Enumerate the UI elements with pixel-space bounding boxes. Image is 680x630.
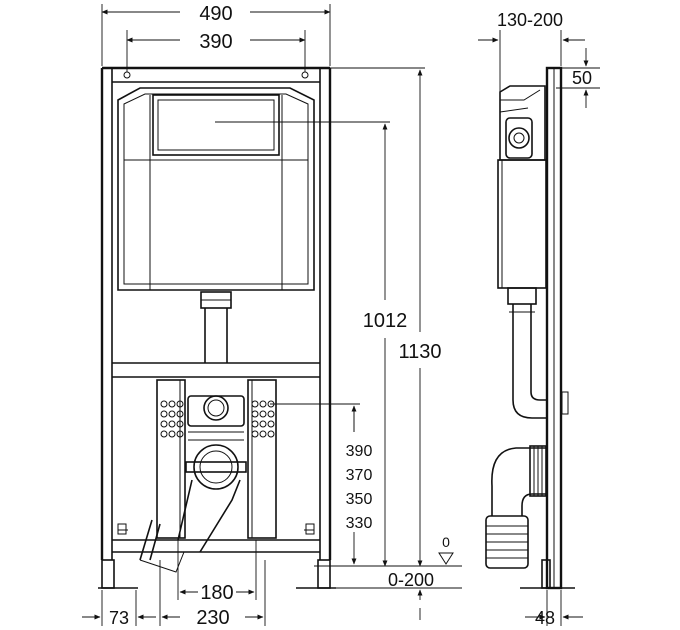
pipe-height-350: 350 (346, 491, 373, 508)
floor-zero-label: 0 (442, 534, 450, 550)
front-view: 490 390 1012 1130 390 (82, 3, 462, 629)
dim-depth-range: 130-200 (478, 10, 585, 92)
dim-width-outer: 490 (101, 3, 331, 66)
bolt-holes-right (251, 400, 275, 438)
dim-390-label: 390 (199, 31, 232, 53)
pipe-height-370: 370 (346, 467, 373, 484)
dim-1012-label: 1012 (363, 310, 408, 332)
floor-adjust-label: 0-200 (388, 570, 434, 590)
dim-130-200-label: 130-200 (497, 10, 563, 30)
bolt-holes-left (160, 400, 184, 438)
cistern (117, 87, 390, 291)
dim-180-label: 180 (200, 582, 233, 604)
dim-490-label: 490 (199, 3, 232, 25)
frame-feet (98, 523, 336, 589)
mounting-plates (156, 379, 277, 539)
dim-48-label: 48 (535, 608, 555, 628)
dim-height-cistern: 1012 (363, 123, 408, 567)
side-view: 130-200 50 48 (478, 10, 600, 628)
dim-floor: 0-200 0 (314, 534, 462, 620)
dim-top-offset: 50 (556, 48, 600, 108)
pipe-height-330: 330 (346, 515, 373, 532)
dim-foot-width: 73 230 (82, 560, 266, 629)
side-frame (520, 66, 575, 590)
dim-drain-spacing: 180 (177, 540, 257, 604)
dim-73-label: 73 (109, 608, 129, 628)
pipe-height-390: 390 (346, 443, 373, 460)
dim-1130-label: 1130 (398, 341, 441, 363)
side-drain-bend (485, 445, 548, 569)
dim-230-label: 230 (196, 607, 229, 629)
dim-frame-depth: 48 (525, 590, 583, 628)
side-flush-pipe (509, 304, 547, 419)
flush-pipe (200, 291, 232, 363)
side-cistern (497, 85, 547, 305)
frame-outline (100, 66, 332, 560)
dim-50-label: 50 (572, 68, 592, 88)
drain-connector (139, 444, 247, 573)
dim-width-inner: 390 (126, 30, 306, 72)
dim-height-total: 1130 (330, 67, 442, 567)
dim-pipe-heights: 390 370 350 330 (270, 403, 373, 565)
supply-connector (187, 395, 245, 441)
